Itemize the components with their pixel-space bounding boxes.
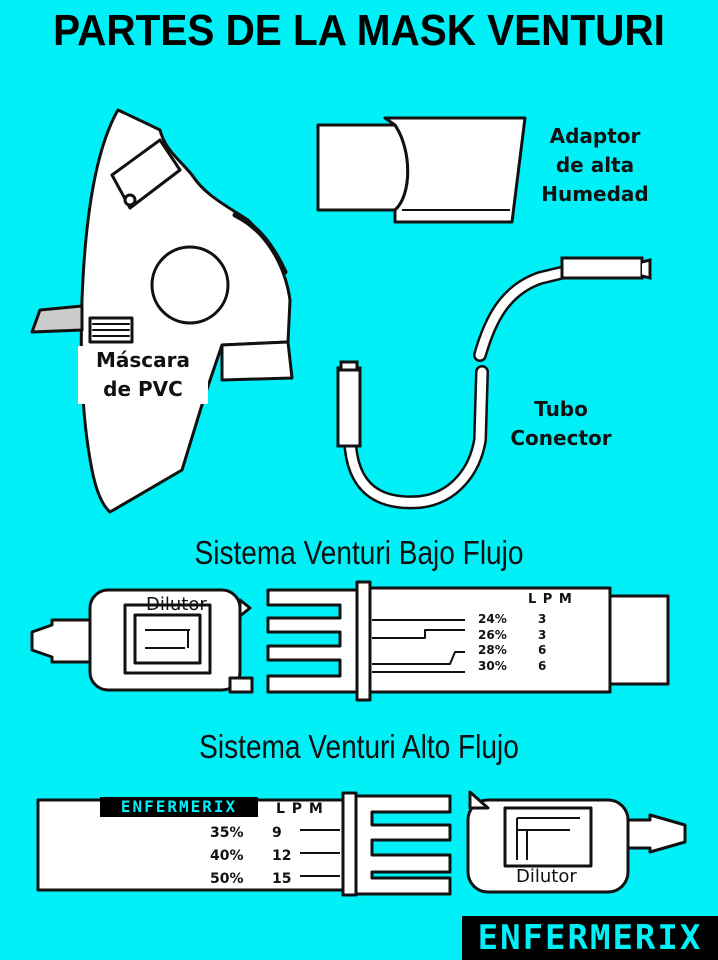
table-row: 30%6	[478, 658, 547, 673]
high-lpm-header: L P M	[276, 801, 324, 817]
low-barrel	[368, 586, 612, 694]
table-row: 50%15	[210, 871, 292, 887]
high-flow-heading: Sistema Venturi Alto Flujo	[199, 728, 519, 765]
mask-label: Máscara de PVC	[78, 346, 208, 404]
table-row: 28%6	[478, 643, 547, 657]
table-row: 24%3	[478, 612, 547, 626]
adaptor-sleeve	[383, 116, 527, 224]
high-flow-table: 35%9 40%12 50%15	[210, 822, 291, 891]
mask-elastic	[30, 304, 84, 334]
table-row: 40%12	[210, 848, 292, 864]
adaptor-label: Adaptor de alta Humedad	[541, 124, 649, 206]
high-dilutor-nozzle	[626, 813, 687, 854]
low-flow-heading: Sistema Venturi Bajo Flujo	[194, 534, 524, 571]
low-lpm-header: L P M	[528, 592, 573, 607]
tube-label: Tubo Conector	[510, 397, 612, 450]
low-flow-table: 24%3 26%3 28%6 30%6	[478, 612, 546, 674]
table-row: 35%9	[210, 825, 282, 841]
low-dilutor-nozzle	[30, 618, 92, 664]
low-cap	[608, 594, 670, 686]
mask-flange	[220, 340, 294, 382]
mask-strap-hole	[123, 193, 137, 207]
adaptor-body	[316, 123, 410, 212]
low-coupling	[266, 588, 364, 694]
high-coupling	[354, 794, 452, 896]
mask-port	[150, 245, 230, 325]
mask-strap-clip	[110, 138, 182, 210]
brand-logo: ENFERMERIX	[462, 916, 718, 960]
brand-watermark-small: ENFERMERIX	[100, 797, 258, 817]
low-dilutor-label: Dilutor	[146, 594, 207, 615]
high-dilutor-label: Dilutor	[516, 866, 577, 887]
tube-lower-connector	[336, 366, 362, 448]
page-title: PARTES DE LA MASK VENTURI	[53, 6, 665, 55]
table-row: 26%3	[478, 627, 547, 642]
tube-upper-connector	[560, 256, 644, 280]
